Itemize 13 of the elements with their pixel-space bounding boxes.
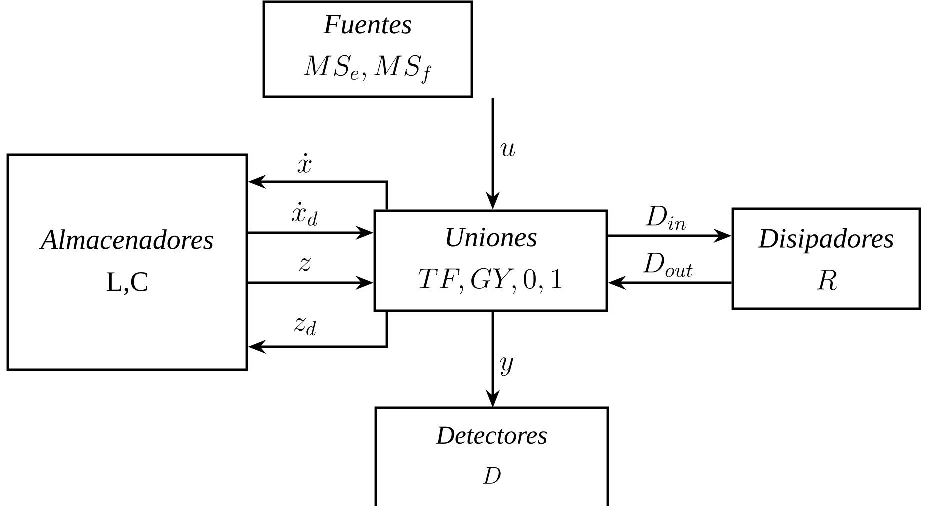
edge-label: $y$ [498,356,516,378]
block-box: Uniones $TF, GY, 0, 1$ [374,210,608,312]
detector-box: Detectores $D$ [374,406,610,506]
edge-label: $\dot{x}_d$ [289,200,321,228]
edge-label: $D_{in}$ [642,204,690,232]
block-box: Almacenadores L,C [6,154,248,372]
edge-label: $\dot{x}$ [295,151,316,175]
edge-label: $u$ [498,142,518,158]
edge-label: $z$ [296,256,314,274]
block-box: Disipadores $R$ [732,208,922,310]
edge-label: $z_d$ [290,316,320,338]
block-box: Fuentes $MS_e, MS_f$ [262,0,474,98]
edge-label: $D_{out}$ [640,251,696,279]
